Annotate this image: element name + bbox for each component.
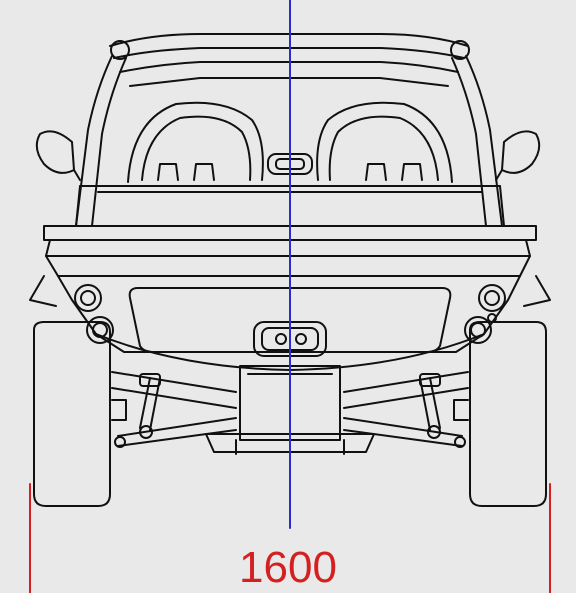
dimension-label: 1600: [239, 543, 337, 592]
left-tail-lights: [74, 284, 114, 344]
right-tire: [469, 321, 547, 507]
left-flare: [29, 275, 57, 307]
left-mirror: [35, 130, 81, 181]
right-mirror: [495, 130, 541, 181]
left-tire: [33, 321, 111, 507]
right-tail-lights: [464, 284, 506, 344]
right-flare: [523, 275, 551, 307]
left-seat: [127, 101, 264, 183]
rear-panel: [128, 287, 452, 353]
right-seat: [316, 101, 453, 183]
suspension: [111, 371, 469, 448]
